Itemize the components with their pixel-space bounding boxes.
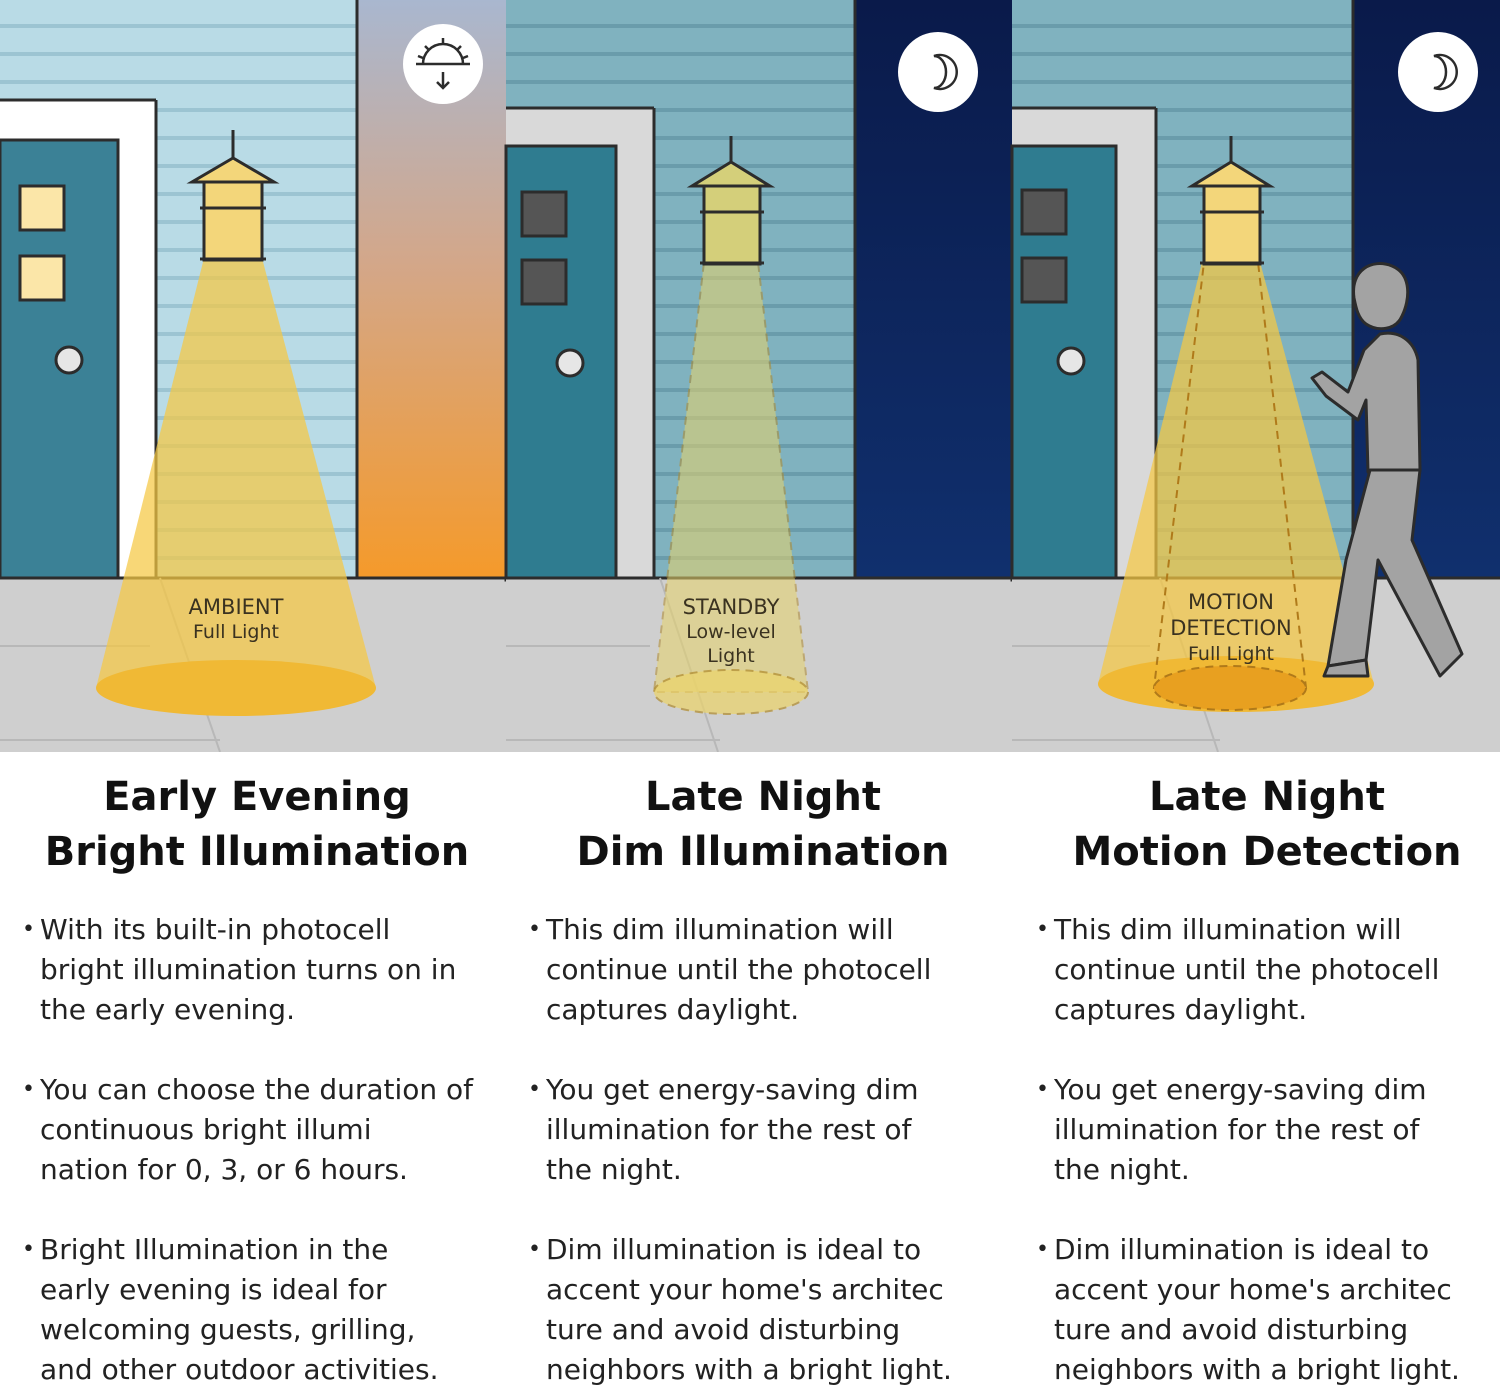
column-motion-detection: Late Night Motion Detection This dim ill… — [1036, 760, 1498, 1388]
list-item: You get energy-saving dim illumination f… — [528, 1070, 998, 1190]
light-mode-sublabel: Full Light — [193, 621, 279, 643]
light-beam — [96, 258, 376, 688]
light-mode-sublabel: Full Light — [1188, 643, 1274, 665]
column-early-evening: Early Evening Bright Illumination With i… — [22, 760, 492, 1388]
light-mode-label: DETECTION — [1170, 616, 1291, 640]
walking-person-icon — [1310, 262, 1464, 678]
column-title: Early Evening Bright Illumination — [22, 770, 492, 880]
light-mode-sublabel: Low-level — [686, 621, 775, 643]
title-line: Early Evening — [103, 774, 411, 820]
column-late-night-dim: Late Night Dim Illumination This dim ill… — [528, 760, 998, 1388]
title-line: Bright Illumination — [44, 829, 470, 875]
title-line: Dim Illumination — [576, 829, 950, 875]
list-item: Dim illumination is ideal to accent your… — [528, 1230, 998, 1390]
light-mode-label: MOTION — [1188, 590, 1274, 614]
door-knob — [1056, 346, 1086, 376]
light-mode-label: AMBIENT — [189, 595, 284, 619]
panel-late-night-dim-scene: STANDBY Low-level Light — [504, 0, 1012, 752]
bullet-list: This dim illumination will continue unti… — [1036, 910, 1498, 1390]
sunset-icon — [403, 24, 483, 104]
list-item: With its built-in photocell bright illum… — [22, 910, 492, 1030]
list-item: This dim illumination will continue unti… — [1036, 910, 1498, 1030]
list-item: Bright Illumination in the early evening… — [22, 1230, 492, 1390]
illustration-scene: AMBIENT Full Light — [0, 0, 1500, 752]
light-pool — [653, 669, 809, 715]
title-line: Late Night — [1148, 774, 1386, 820]
list-item: Dim illumination is ideal to accent your… — [1036, 1230, 1498, 1390]
lantern-icon — [1186, 136, 1276, 266]
panel-early-evening-scene: AMBIENT Full Light — [0, 0, 506, 752]
list-item: You get energy-saving dim illumination f… — [1036, 1070, 1498, 1190]
bullet-list: With its built-in photocell bright illum… — [22, 910, 492, 1390]
door-knob — [555, 348, 585, 378]
list-item: You can choose the duration of continuou… — [22, 1070, 492, 1190]
moon-icon — [898, 32, 978, 112]
light-mode-label: STANDBY — [683, 595, 780, 619]
lantern-icon — [686, 136, 776, 266]
column-title: Late Night Dim Illumination — [528, 770, 998, 880]
title-line: Late Night — [644, 774, 882, 820]
list-item: This dim illumination will continue unti… — [528, 910, 998, 1030]
moon-icon — [1398, 32, 1478, 112]
title-line: Motion Detection — [1072, 829, 1462, 875]
door-knob — [54, 345, 84, 375]
panel-motion-detection-scene: MOTION DETECTION Full Light — [1010, 0, 1500, 752]
bullet-list: This dim illumination will continue unti… — [528, 910, 998, 1390]
light-pool — [96, 660, 376, 716]
column-title: Late Night Motion Detection — [1036, 770, 1498, 880]
light-mode-sublabel: Light — [707, 645, 754, 667]
lantern-icon — [186, 130, 280, 262]
